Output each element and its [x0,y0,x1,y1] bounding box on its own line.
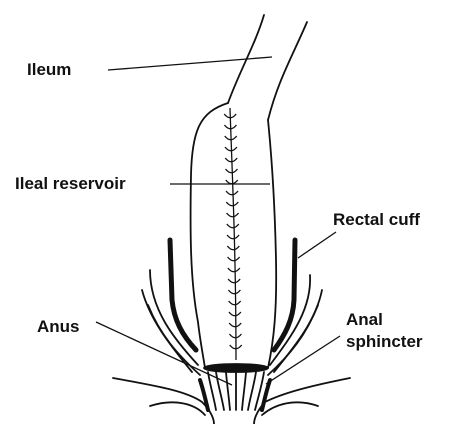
suture-stitch [228,279,240,283]
suture-stitch [227,224,239,228]
suture-stitch [229,312,241,316]
suture-stitch [228,268,240,272]
leader-rectal-cuff [298,232,336,258]
pelvic-muscle-right-2 [274,290,322,372]
sphincter-dark-left [200,380,208,410]
suture-stitch [227,213,239,217]
suture-stitch [229,301,241,305]
reservoir-right-wall [268,120,276,368]
sphincter-fiber-5 [242,372,246,410]
label-anal: Anal [346,310,383,330]
label-ileal-reservoir: Ileal reservoir [15,174,126,194]
suture-stitch [229,323,241,327]
suture-stitch [226,169,238,173]
label-rectal-cuff: Rectal cuff [333,210,420,230]
label-anus: Anus [37,317,80,337]
pouch-outlet [204,364,268,372]
suture-stitch [226,180,238,184]
suture-stitch [226,191,238,195]
leader-ileum [108,57,272,70]
ileum-right-wall [268,22,307,120]
suture-stitch [228,257,240,261]
buttock-left-inner [150,402,205,415]
label-ileum: Ileum [27,60,71,80]
label-sphincter: sphincter [346,332,423,352]
suture-stitch [227,235,239,239]
buttock-left [113,378,214,424]
buttock-right-inner [262,402,318,415]
suture-line [224,108,242,360]
leader-anus [96,322,232,385]
sphincter-dark-right [262,380,270,410]
suture-stitch [227,246,239,250]
reservoir-left-wall [191,103,228,368]
suture-stitch [226,202,238,206]
sphincter-fiber-3 [226,372,230,410]
suture-seam [230,108,236,360]
sphincter-fiber-6 [248,372,256,410]
suture-stitch [228,290,240,294]
